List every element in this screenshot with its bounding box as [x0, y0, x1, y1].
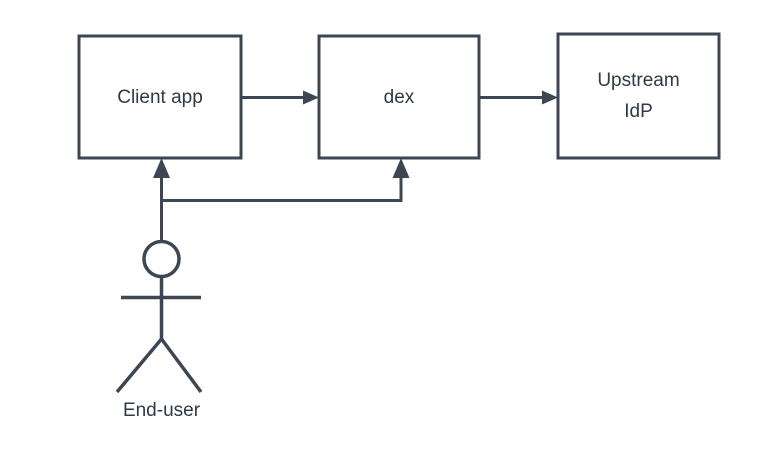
node-upstream-idp-shape[interactable]: [556, 32, 721, 160]
arrowhead-icon: [392, 158, 410, 178]
edge-client-app-to-dex: [241, 90, 319, 105]
node-client-app[interactable]: Client app: [77, 34, 243, 160]
node-upstream-idp[interactable]: Upstream IdP: [556, 32, 721, 160]
node-dex[interactable]: dex: [317, 34, 481, 160]
actor-leg-left-icon: [115, 337, 163, 394]
arrowhead-icon: [542, 90, 558, 105]
actor-leg-right-icon: [160, 337, 203, 394]
actor-end-user[interactable]: End-user: [115, 239, 203, 422]
node-dex-label: dex: [384, 87, 415, 108]
node-client-app-shape[interactable]: [77, 34, 243, 160]
actor-head-icon: [142, 239, 181, 279]
edge-end-user-to-dex: [161, 158, 410, 202]
edge-end-user-to-dex-line: [161, 172, 403, 202]
edge-end-user-to-client-app: [153, 158, 170, 241]
node-upstream-idp-label-line2: IdP: [624, 101, 653, 122]
arrowhead-icon: [153, 158, 170, 178]
node-client-app-label: Client app: [117, 87, 203, 108]
node-dex-shape[interactable]: [317, 34, 481, 160]
node-upstream-idp-label-line1: Upstream: [597, 70, 679, 91]
arrowhead-icon: [303, 90, 319, 105]
edge-dex-to-upstream-idp: [479, 90, 558, 105]
actor-end-user-label: End-user: [123, 400, 201, 421]
